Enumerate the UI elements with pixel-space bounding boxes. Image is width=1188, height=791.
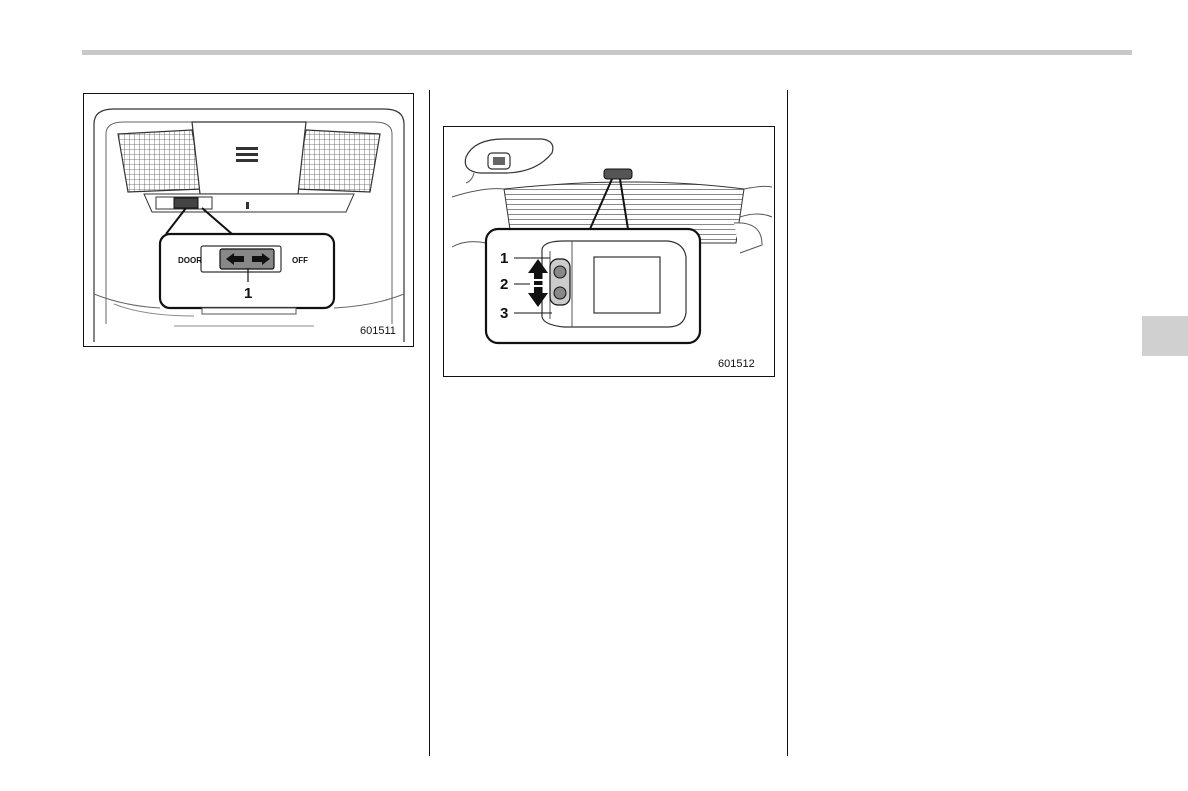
callout-number-1: 1	[500, 250, 508, 267]
column-divider-right	[787, 90, 788, 756]
lens-window	[594, 257, 660, 313]
figure-map-light: 1 2 3 601512	[443, 126, 775, 377]
overhead-console-illustration: DOOR OFF 1 601511	[84, 94, 413, 346]
column-divider-left	[429, 90, 430, 756]
figure-code: 601512	[718, 358, 755, 370]
figure-code: 601511	[360, 325, 396, 337]
figure-overhead-console: DOOR OFF 1 601511	[83, 93, 414, 347]
off-label: OFF	[292, 256, 308, 265]
callout-number-1: 1	[244, 285, 252, 302]
callout-number-2: 2	[500, 276, 508, 293]
map-light-illustration: 1 2 3 601512	[444, 127, 774, 376]
map-lamp	[604, 169, 632, 179]
section-tab	[1142, 316, 1188, 356]
callout-number-3: 3	[500, 305, 508, 322]
door-label: DOOR	[178, 256, 202, 265]
header-rule	[82, 50, 1132, 55]
right-lamp-grill	[296, 130, 380, 192]
left-lamp-grill	[118, 130, 202, 192]
